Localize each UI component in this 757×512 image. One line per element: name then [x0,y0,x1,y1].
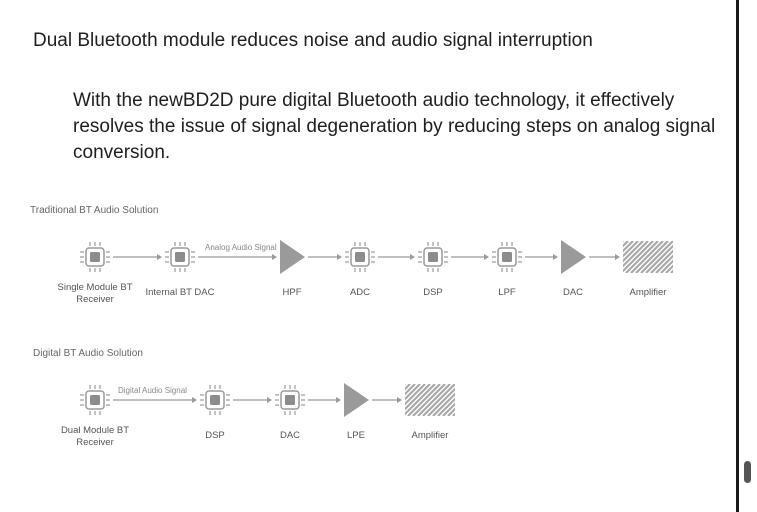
triangle-icon [344,383,369,417]
flow-arrow [308,397,341,403]
flow-arrow [451,254,489,260]
digital-node-label: DSP [205,430,225,441]
chip-icon [275,385,305,415]
flow-arrow [113,254,162,260]
flow-arrow [589,254,620,260]
hatched-box-icon [623,241,673,273]
chip-icon [80,385,110,415]
traditional-node-label: LPF [498,287,516,298]
flow-arrow [372,397,402,403]
traditional-node-label: Internal BT DAC [145,287,215,298]
traditional-node-label: DAC [562,287,584,298]
traditional-section-title: Traditional BT Audio Solution [30,205,159,216]
traditional-node-label: ADC [349,287,371,298]
page-heading: Dual Bluetooth module reduces noise and … [33,30,593,51]
chip-icon [345,242,375,272]
chip-icon [80,242,110,272]
flow-arrow [378,254,415,260]
chip-icon [418,242,448,272]
digital-node-label: Amplifier [411,430,449,441]
triangle-icon [561,240,586,274]
digital-node-label: DAC [279,430,301,441]
digital-node-label: LPE [347,430,365,441]
flow-arrow [113,397,197,403]
digital-signal-label: Digital Audio Signal [118,386,187,395]
digital-section-title: Digital BT Audio Solution [33,348,143,359]
chip-icon [492,242,522,272]
digital-node-label: Dual Module BT Receiver [60,425,130,448]
flow-arrow [308,254,342,260]
flow-arrow [233,397,272,403]
chip-icon [200,385,230,415]
traditional-signal-label: Analog Audio Signal [205,243,277,252]
traditional-node-label: HPF [282,287,302,298]
triangle-icon [280,240,305,274]
hatched-box-icon [405,384,455,416]
traditional-node-label: Single Module BT Receiver [57,282,133,305]
scrollbar-thumb[interactable] [744,461,751,483]
description-paragraph: With the newBD2D pure digital Bluetooth … [73,90,716,163]
traditional-node-label: Amplifier [629,287,667,298]
flow-arrow [525,254,558,260]
flow-arrow [198,254,277,260]
scrollbar-track[interactable] [736,0,757,512]
traditional-node-label: DSP [423,287,443,298]
chip-icon [165,242,195,272]
